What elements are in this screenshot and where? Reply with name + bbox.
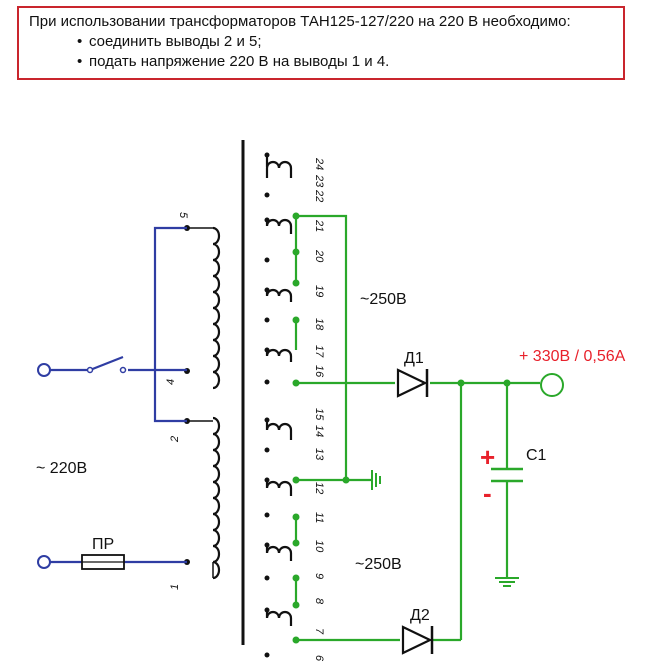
secondary-windings bbox=[265, 155, 293, 626]
capacitor-c1 bbox=[491, 467, 523, 483]
capacitor-minus-sign: - bbox=[483, 478, 492, 508]
switch-contact-1 bbox=[86, 366, 94, 374]
pin-label-18: 18 bbox=[313, 318, 325, 331]
capacitor-plus-sign: + bbox=[480, 442, 495, 472]
lower-secondary-voltage-label: ~250В bbox=[355, 556, 402, 573]
secondary-pin-dots bbox=[264, 152, 270, 658]
pin-label-4: 4 bbox=[165, 379, 177, 385]
note-item-2: подать напряжение 220 В на выводы 1 и 4. bbox=[89, 52, 613, 72]
diode-d2 bbox=[401, 625, 434, 655]
pin-label-22: 22 bbox=[313, 189, 325, 202]
primary-winding-upper bbox=[212, 226, 221, 390]
pin-label-12: 12 bbox=[313, 482, 325, 494]
pin-label-15: 15 bbox=[313, 408, 325, 421]
pin-label-14: 14 bbox=[313, 425, 325, 437]
pin-label-24: 24 bbox=[313, 157, 325, 170]
capacitor-label: С1 bbox=[526, 447, 547, 464]
pin-label-6: 6 bbox=[313, 655, 325, 662]
pin-label-16: 16 bbox=[313, 365, 325, 378]
pin-label-21: 21 bbox=[313, 219, 325, 232]
note-item-1: соединить выводы 2 и 5; bbox=[89, 32, 613, 52]
mains-terminal-2 bbox=[37, 555, 51, 569]
instruction-note: При использовании трансформаторов ТАН125… bbox=[17, 6, 625, 80]
fuse-label: ПР bbox=[92, 536, 114, 553]
upper-secondary-voltage-label: ~250В bbox=[360, 291, 407, 308]
pin-label-20: 20 bbox=[313, 249, 325, 263]
pin-label-9: 9 bbox=[313, 573, 325, 579]
ground-symbol-secondary bbox=[371, 470, 381, 490]
output-rating-label: + 330В / 0,56А bbox=[519, 348, 626, 365]
pin-label-10: 10 bbox=[313, 540, 325, 553]
pin-label-1: 1 bbox=[169, 584, 181, 590]
junction-dots bbox=[292, 212, 511, 644]
pin-label-13: 13 bbox=[313, 448, 325, 461]
pin-label-19: 19 bbox=[313, 285, 325, 297]
ground-symbol-output bbox=[495, 577, 519, 587]
pin-label-8: 8 bbox=[313, 598, 325, 605]
secondary-wiring bbox=[294, 214, 540, 642]
pin-label-2: 2 bbox=[169, 436, 181, 443]
input-voltage-label: ~ 220В bbox=[36, 460, 87, 477]
output-terminal bbox=[540, 373, 564, 397]
mains-terminal-1 bbox=[37, 363, 51, 377]
primary-winding-lower bbox=[212, 416, 221, 580]
diode1-label: Д1 bbox=[404, 350, 424, 367]
switch-contact-2 bbox=[119, 366, 127, 374]
diode-d1 bbox=[396, 368, 429, 398]
note-list: соединить выводы 2 и 5; подать напряжени… bbox=[29, 32, 613, 72]
note-heading: При использовании трансформаторов ТАН125… bbox=[29, 13, 571, 30]
pin-label-5: 5 bbox=[177, 212, 189, 219]
pin-label-7: 7 bbox=[313, 628, 325, 635]
diode2-label: Д2 bbox=[410, 607, 430, 624]
pin-label-17: 17 bbox=[313, 345, 325, 358]
pin-label-11: 11 bbox=[313, 512, 325, 523]
pin-label-23: 23 bbox=[313, 174, 325, 188]
primary-wiring bbox=[50, 226, 187, 564]
